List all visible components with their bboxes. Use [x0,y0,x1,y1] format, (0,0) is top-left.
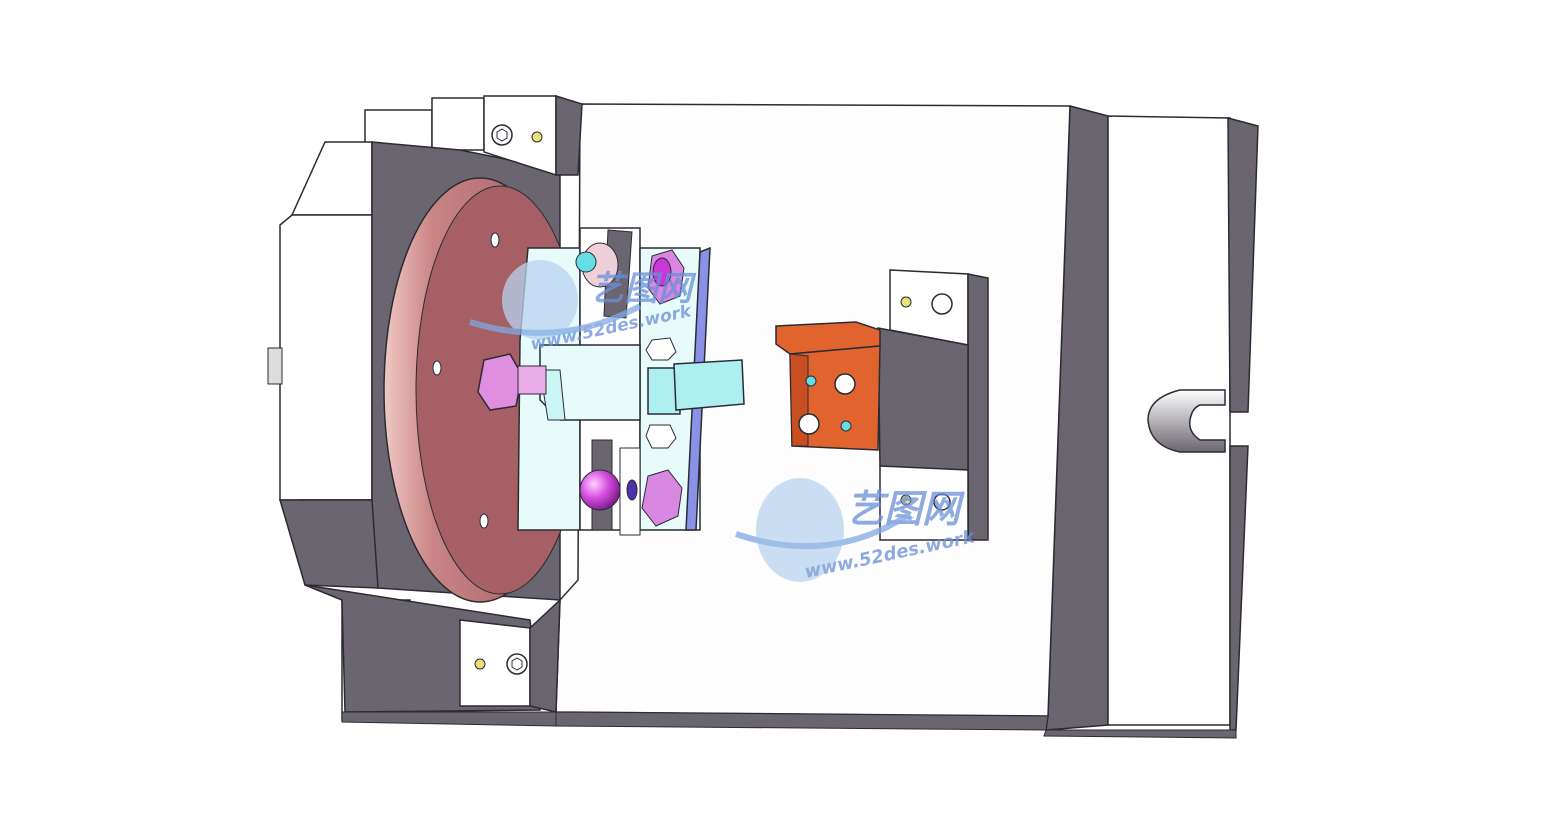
clamp-body [517,227,745,536]
watermark-2-cn: 艺图网 [846,487,965,531]
watermark-1-cn: 艺图网 [590,269,697,309]
fasteners [477,242,685,527]
stop-block [775,269,989,542]
clamp-screws [474,124,543,675]
